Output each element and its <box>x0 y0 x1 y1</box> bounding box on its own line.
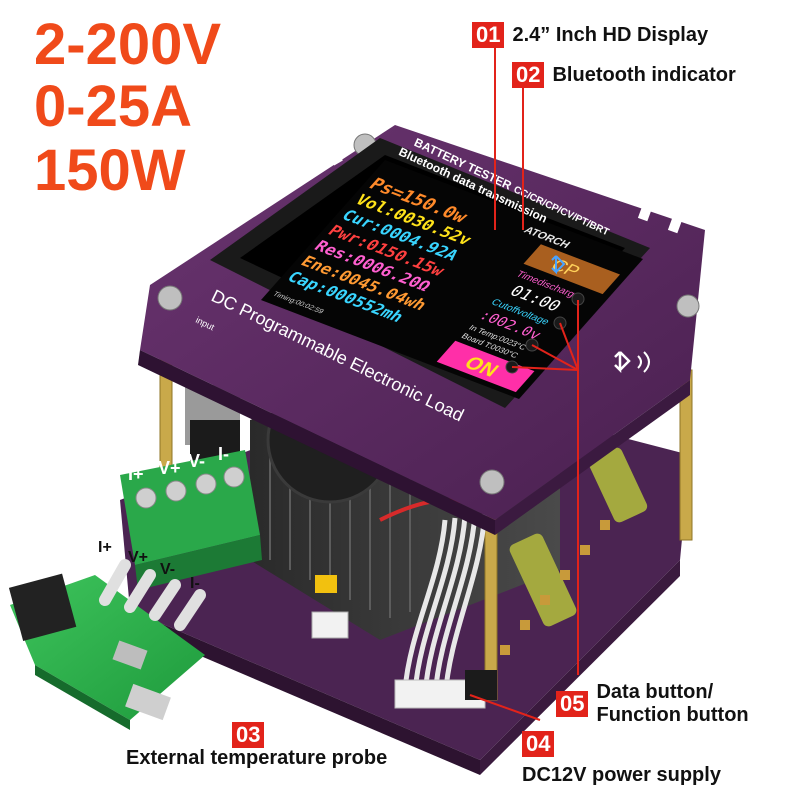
callout-temp-probe: 03 <box>232 722 265 748</box>
spec-voltage: 2-200V <box>34 12 222 77</box>
callout-text-line2: Function button <box>596 704 749 726</box>
callout-number: 05 <box>556 691 589 717</box>
callout-number: 04 <box>522 731 555 757</box>
callout-number: 03 <box>232 722 265 748</box>
callout-text-line1: Data button/ <box>596 681 714 703</box>
jumper <box>315 575 337 593</box>
adapter-dc-jack <box>8 573 77 642</box>
terminal-block <box>120 450 262 590</box>
adapter-label-v-minus: V- <box>160 561 175 578</box>
terminal-label-v-minus: V- <box>188 451 205 471</box>
callout-power-supply-text: DC12V power supply <box>522 764 721 786</box>
callout-number: 01 <box>472 22 505 48</box>
adapter-label-i-minus: I- <box>190 575 200 592</box>
adapter-label-i-plus: I+ <box>98 539 112 556</box>
callout-buttons: 05 Data button/ Function button <box>556 681 749 727</box>
callout-text: 2.4” Inch HD Display <box>512 23 709 46</box>
spec-power: 150W <box>34 138 186 203</box>
callout-number: 02 <box>512 62 545 88</box>
callout-text: Bluetooth indicator <box>552 63 736 86</box>
lcd-screen: ATORCH Ps=150.0w Vol:0030.52v Cur:0004.9… <box>260 160 644 400</box>
spec-current: 0-25A <box>34 74 192 139</box>
terminal-label-i-plus: I+ <box>128 464 144 484</box>
bluetooth-badge-icon <box>614 351 650 374</box>
callout-power-supply: 04 <box>522 731 555 757</box>
terminal-label-i-minus: I- <box>218 444 229 464</box>
adapter-label-v-plus: V+ <box>128 549 148 566</box>
power-resistors <box>509 447 648 627</box>
side-header <box>500 520 610 655</box>
callout-display: 01 2.4” Inch HD Display <box>472 22 708 48</box>
dc-jack <box>465 670 497 700</box>
adapter-board <box>8 559 206 730</box>
terminal-label-v-plus: V+ <box>158 458 181 478</box>
ribbon-cable <box>402 511 488 699</box>
callout-bluetooth: 02 Bluetooth indicator <box>512 62 736 88</box>
bluetooth-icon <box>551 255 566 275</box>
callout-temp-probe-text: External temperature probe <box>126 747 388 769</box>
temp-probe-connector <box>311 611 349 639</box>
